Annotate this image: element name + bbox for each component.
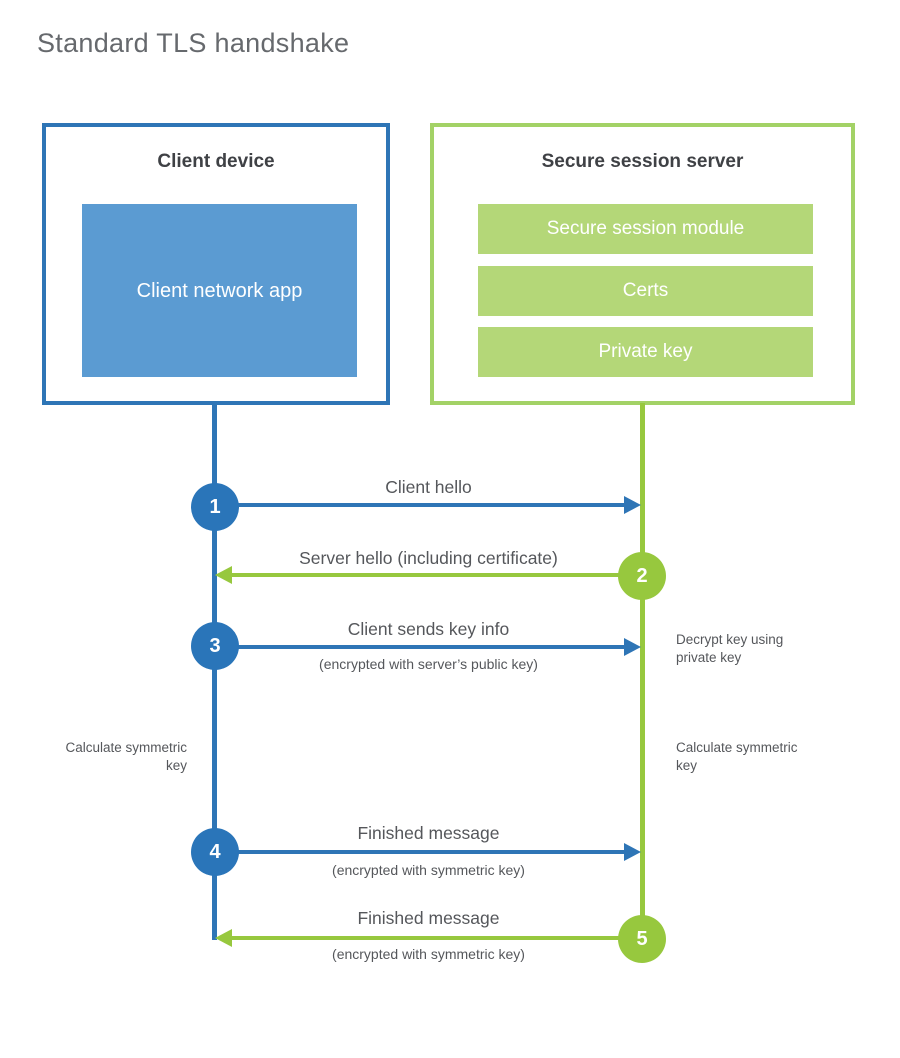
step3-sublabel: (encrypted with server’s public key) <box>319 656 538 672</box>
step4-arrow-shaft <box>215 850 625 854</box>
step1-circle: 1 <box>191 483 239 531</box>
step2-arrow-head-left-icon <box>215 566 232 584</box>
step5-circle: 5 <box>618 915 666 963</box>
client-network-app-label: Client network app <box>136 279 303 302</box>
step3-circle: 3 <box>191 622 239 670</box>
server-title: Secure session server <box>541 151 744 172</box>
client-device-box: Client device Client network app <box>42 123 390 405</box>
step2-circle: 2 <box>618 552 666 600</box>
server-module-certs: Certs <box>478 266 813 316</box>
step3-arrow-head-right-icon <box>624 638 641 656</box>
step2-arrow-shaft <box>232 573 642 577</box>
calculate-symmetric-key-left: Calculate symmetric key <box>65 740 187 773</box>
step4-circle: 4 <box>191 828 239 876</box>
step1-label: Client hello <box>385 477 472 497</box>
server-lifeline <box>640 403 645 940</box>
client-device-title: Client device <box>157 151 275 172</box>
client-network-app-box: Client network app <box>82 204 357 377</box>
page-title: Standard TLS handshake <box>37 28 350 58</box>
step5-arrow-head-left-icon <box>215 929 232 947</box>
server-module-private-key: Private key <box>478 327 813 377</box>
step3-arrow-shaft <box>215 645 625 649</box>
decrypt-key-note: Decrypt key using private key <box>676 632 784 665</box>
step3-label: Client sends key info <box>347 619 510 639</box>
step4-label: Finished message <box>357 823 500 843</box>
step4-sublabel: (encrypted with symmetric key) <box>332 862 525 878</box>
server-module-secure-session: Secure session module <box>478 204 813 254</box>
step1-arrow-shaft <box>215 503 625 507</box>
step5-arrow-shaft <box>232 936 642 940</box>
step4-arrow-head-right-icon <box>624 843 641 861</box>
secure-session-server-box: Secure session server Secure session mod… <box>430 123 855 405</box>
calculate-symmetric-key-right: Calculate symmetric key <box>676 740 798 773</box>
step1-arrow-head-right-icon <box>624 496 641 514</box>
step5-sublabel: (encrypted with symmetric key) <box>332 946 525 962</box>
client-lifeline <box>212 403 217 940</box>
step5-label: Finished message <box>357 908 500 928</box>
step2-label: Server hello (including certificate) <box>299 548 558 568</box>
